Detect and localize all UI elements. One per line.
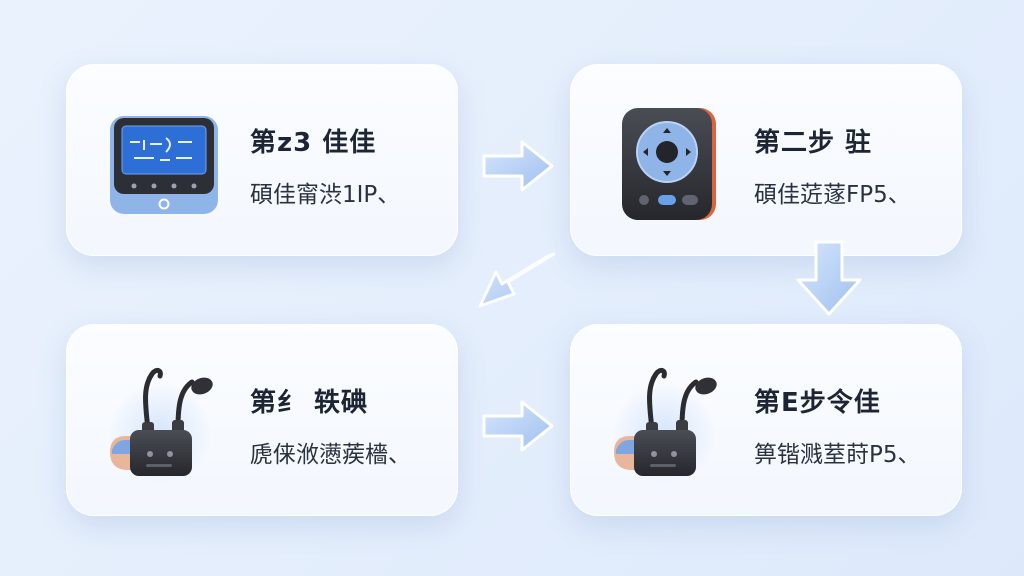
earphone-device-icon <box>612 367 717 484</box>
controller-device-icon <box>622 108 716 220</box>
earphone-device-icon <box>108 367 213 484</box>
step-card-4: 第E步令佳 箅锴溅荎莳P5、 <box>570 324 962 516</box>
step-4-title: 第E步令佳 <box>754 388 881 418</box>
step-2-description: 碩佳菦蓫FP5、 <box>754 182 911 208</box>
arrow-right-icon <box>482 400 554 452</box>
step-1-title: 第z3 佳佳 <box>250 128 377 158</box>
step-3-title: 第纟 轶碘 <box>250 388 369 418</box>
arrow-right-icon <box>482 140 554 192</box>
step-card-2: 第二步 驻 碩佳菦蓫FP5、 <box>570 64 962 256</box>
step-card-1: 第z3 佳佳 碩佳甯渋1IP、 <box>66 64 458 256</box>
arrow-down-left-icon <box>478 252 556 308</box>
arrow-down-icon <box>796 240 862 316</box>
display-device-icon <box>110 116 218 214</box>
step-3-description: 虒俫浟懑蒺檣、 <box>250 442 411 468</box>
step-2-title: 第二步 驻 <box>754 128 873 158</box>
step-card-3: 第纟 轶碘 虒俫浟懑蒺檣、 <box>66 324 458 516</box>
step-1-description: 碩佳甯渋1IP、 <box>250 182 401 208</box>
step-4-description: 箅锴溅荎莳P5、 <box>754 442 921 468</box>
